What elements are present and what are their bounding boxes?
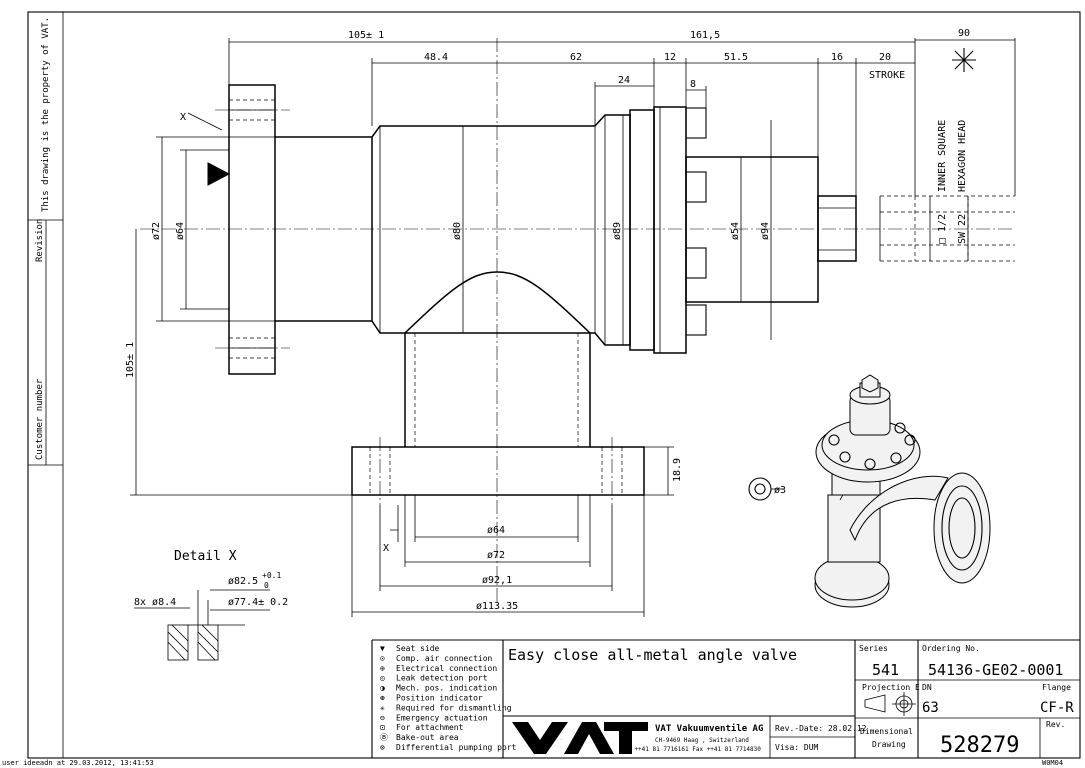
left-flange — [207, 84, 290, 375]
footer-user-stamp: user ideeadn at 29.03.2012, 13:41:53 — [2, 759, 154, 767]
legend-item-text: Electrical connection — [396, 664, 497, 673]
dismantling-icon: ✳ — [380, 703, 385, 712]
leak-port-icon: ◎ — [380, 674, 385, 683]
legend-item-text: Bake-out area — [396, 733, 459, 742]
legend: ▼ Seat side ⊙ Comp. air connection ⊕ Electric… — [380, 644, 517, 752]
legend-item-text: Emergency actuation — [396, 713, 488, 722]
dim-phi80: ø80 — [452, 222, 463, 240]
bottom-flange — [351, 437, 645, 505]
seat-side-icon: ▼ — [380, 644, 385, 653]
company-phone: Tel ++41 81 7716161 Fax ++41 81 7714830 — [620, 746, 761, 753]
series-value: 541 — [872, 661, 899, 679]
company-name: VAT Vakuumventile AG — [655, 723, 763, 734]
legend-item-text: Position indicator — [396, 694, 483, 703]
dn-value: 63 — [922, 700, 939, 716]
dimension-lines — [130, 38, 1016, 617]
isometric-valve-view — [814, 374, 991, 608]
dim-x-bottom: X — [383, 543, 389, 554]
detail-tol-lower: 0 — [264, 581, 269, 590]
dim-phi89: ø89 — [612, 222, 623, 240]
detail-title: Detail X — [174, 549, 237, 564]
legend-item-text: Leak detection port — [396, 674, 488, 683]
comp-air-icon: ⊙ — [380, 654, 385, 663]
doc-type-line-1: Dimensional — [860, 727, 913, 736]
flange-label: Flange — [1042, 683, 1071, 692]
property-note: This drawing is the property of VAT. — [41, 17, 51, 212]
inner-square-size: □ 1/2 — [937, 214, 948, 244]
dismantling-star-icon — [952, 48, 976, 72]
legend-item-text: Mech. pos. indication — [396, 684, 497, 693]
dim-phi64-left: ø64 — [175, 222, 186, 240]
dim-phi64-bottom: ø64 — [487, 525, 505, 536]
dim-105-side: 105± 1 — [125, 342, 136, 378]
leak-port-outer-icon — [748, 477, 772, 501]
dim-48-4: 48.4 — [424, 52, 448, 63]
detail-bolt-holes: 8x ø8.4 — [134, 597, 176, 608]
electrical-icon: ⊕ — [380, 664, 385, 673]
dim-phi113-35: ø113.35 — [476, 601, 518, 612]
revision-label: Revision — [35, 219, 45, 262]
ordering-label: Ordering No. — [922, 644, 980, 653]
drawing-number: 528279 — [940, 733, 1019, 758]
position-indicator-icon: ⊛ — [380, 694, 385, 703]
ordering-number: 54136-GE02-0001 — [928, 661, 1063, 679]
title-block: Easy close all-metal angle valve Series … — [371, 639, 1080, 758]
dim-18-9: 18.9 — [672, 458, 683, 482]
dim-12: 12 — [664, 52, 676, 63]
detail-tol-upper: +0.1 — [262, 571, 281, 580]
dim-phi92-1: ø92,1 — [482, 575, 512, 586]
vat-logo: VAT — [512, 722, 648, 754]
bake-out-icon: Ⓑ — [380, 733, 388, 742]
dim-phi72-bottom: ø72 — [487, 550, 505, 561]
mech-pos-icon: ◑ — [380, 684, 385, 693]
rev-date: Rev.-Date: 28.02.12 — [775, 724, 867, 733]
hex-size-sw22: SW 22 — [957, 214, 968, 244]
dim-phi72-left: ø72 — [151, 222, 162, 240]
dn-label: DN — [922, 683, 932, 692]
dim-51-5: 51.5 — [724, 52, 748, 63]
dim-20: 20 — [879, 52, 891, 63]
title-text: Easy close all-metal angle valve — [508, 646, 797, 664]
customer-number-label: Customer number — [35, 378, 45, 460]
dim-90: 90 — [958, 28, 970, 39]
stroke-label: STROKE — [869, 70, 905, 81]
projection-symbol-icon — [864, 692, 916, 716]
rev-label: Rev. — [1046, 720, 1065, 729]
legend-item-text: Differential pumping port — [396, 743, 517, 752]
dim-phi94: ø94 — [760, 222, 771, 240]
hexagon-head-label: HEXAGON HEAD — [957, 120, 968, 192]
pumping-port-icon: ⊗ — [380, 743, 385, 752]
doc-type-line-2: Drawing — [872, 740, 906, 749]
series-label: Series — [859, 644, 888, 653]
visa: Visa: DUM — [775, 743, 819, 752]
dim-62: 62 — [570, 52, 582, 63]
flange-value: CF-R — [1040, 700, 1074, 716]
emergency-icon: ⊖ — [380, 713, 385, 722]
projection-label: Projection E — [862, 683, 920, 692]
legend-item-text: Required for dismantling — [396, 703, 512, 712]
dim-phi3: ø3 — [774, 485, 786, 496]
detail-phi82-5: ø82.5 — [228, 576, 258, 587]
dim-161-5: 161,5 — [690, 30, 720, 41]
footer-code: W0M04 — [1042, 759, 1063, 767]
vat-logo-text: VAT — [560, 738, 562, 741]
attachment-icon: ⊡ — [380, 723, 385, 732]
dim-105-top: 105± 1 — [348, 30, 384, 41]
valve-body — [275, 106, 1015, 447]
dim-8: 8 — [690, 79, 696, 90]
leak-port-inner-icon — [754, 483, 766, 495]
inner-square-label: INNER SQUARE — [937, 120, 948, 192]
detail-x: Detail X ø82.5 +0.1 0 ø77.4± 0.2 8x ø8.4 — [134, 549, 288, 661]
company-address: CH-9469 Haag , Switzerland — [655, 737, 749, 744]
seat-side-marker-icon — [207, 162, 231, 186]
detail-phi77-4: ø77.4± 0.2 — [228, 597, 288, 608]
legend-item-text: Seat side — [396, 644, 440, 653]
dim-16: 16 — [831, 52, 843, 63]
dim-x-top: X — [180, 112, 186, 123]
dim-phi54: ø54 — [730, 222, 741, 240]
dim-24: 24 — [618, 75, 630, 86]
legend-item-text: For attachment — [396, 723, 464, 732]
legend-item-text: Comp. air connection — [396, 654, 493, 663]
